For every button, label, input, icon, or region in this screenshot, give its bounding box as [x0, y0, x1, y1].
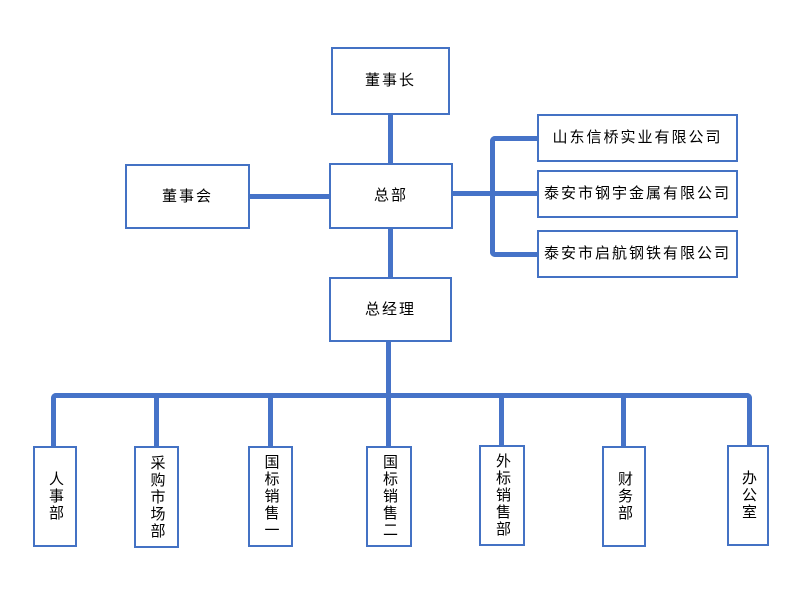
node-company3-label: 泰安市启航钢铁有限公司: [543, 245, 731, 262]
node-board: 董事会: [125, 164, 250, 229]
node-headquarters: 总部: [329, 163, 453, 229]
connector-drop-dept3: [268, 396, 273, 446]
connector-drop-dept5: [499, 396, 504, 445]
node-dept2-label: 采购市场部: [148, 454, 166, 540]
connector-board-hq: [250, 194, 329, 199]
node-dept-procurement-market: 采购市场部: [134, 446, 179, 548]
node-company1-label: 山东信桥实业有限公司: [552, 129, 723, 146]
node-dept-hr: 人事部: [33, 446, 77, 547]
node-dept-finance: 财务部: [602, 446, 646, 547]
node-company-taian-qihang: 泰安市启航钢铁有限公司: [537, 230, 738, 278]
node-company-shandong-xinqiao: 山东信桥实业有限公司: [537, 114, 738, 162]
node-dept5-label: 外标销售部: [494, 453, 511, 538]
connector-bracket-companies: [490, 136, 537, 257]
node-dept4-label: 国标销售二: [381, 454, 398, 539]
connector-departments-bus: [51, 393, 752, 446]
connector-hq-company2: [453, 191, 537, 196]
node-dept-external-sales: 外标销售部: [479, 445, 525, 546]
node-dept6-label: 财务部: [616, 471, 633, 522]
node-chairman-label: 董事长: [364, 72, 416, 89]
node-dept3-label: 国标销售一: [262, 454, 280, 539]
node-general-manager-label: 总经理: [364, 300, 416, 318]
connector-chairman-hq: [388, 115, 393, 164]
node-general-manager: 总经理: [329, 277, 452, 342]
node-dept1-label: 人事部: [47, 471, 64, 522]
node-chairman: 董事长: [331, 47, 450, 115]
node-board-label: 董事会: [161, 187, 213, 205]
node-company2-label: 泰安市钢宇金属有限公司: [543, 185, 731, 202]
connector-drop-dept6: [621, 396, 626, 446]
node-headquarters-label: 总部: [373, 187, 408, 204]
node-dept-national-sales-1: 国标销售一: [248, 446, 293, 547]
connector-hq-gm: [388, 229, 393, 277]
node-dept7-label: 办公室: [740, 470, 757, 521]
node-company-taian-gangyu: 泰安市钢宇金属有限公司: [537, 170, 738, 218]
node-dept-national-sales-2: 国标销售二: [366, 446, 412, 547]
node-dept-office: 办公室: [727, 445, 769, 546]
connector-drop-dept2: [154, 396, 159, 446]
